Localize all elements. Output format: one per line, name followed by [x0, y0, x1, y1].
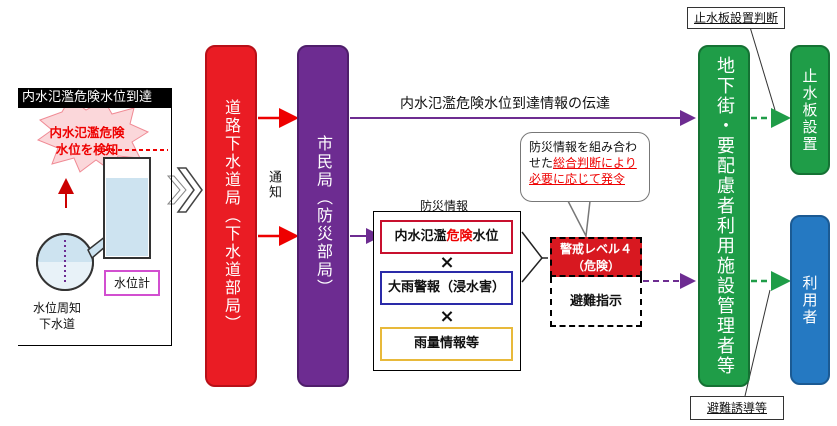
alert-line-1: 警戒レベル４: [559, 242, 632, 256]
sewer-label-line-1: 水位周知: [32, 301, 81, 315]
left-panel-title: 内水氾濫危険水位到達: [18, 88, 172, 108]
info-inland-flood-level: 内水氾濫危険水位: [380, 220, 513, 254]
underground-managers-box: 地下街・要配慮者利用施設管理者等: [698, 45, 750, 387]
users-box: 利用者: [790, 215, 830, 385]
burst-text: 内水氾濫危険 水位を検知: [44, 124, 130, 158]
propagation-label: 内水氾濫危険水位到達情報の伝達: [400, 96, 610, 112]
callout-line-3: 必要に応じて発令: [529, 172, 626, 186]
underground-managers-label: 地下街・要配慮者利用施設管理者等: [714, 56, 735, 376]
alert-level-4-box: 警戒レベル４ （危険）: [550, 237, 642, 277]
road-sewer-bureau-box: 道路下水道局（下水道部局）: [205, 45, 257, 387]
notify-label: 通知: [266, 170, 281, 200]
alert-line-2: （危険）: [571, 259, 620, 273]
callout-line-2-red: 総合判断により: [553, 156, 637, 170]
users-label: 利用者: [800, 274, 819, 326]
water-gauge-label: 水位計: [104, 270, 160, 296]
stopboard-install-label: 止水板設置: [800, 67, 819, 153]
citizen-bureau-label: 市民局（防災部局）: [314, 135, 333, 297]
judgment-callout: 防災情報を組み合わ せた総合判断により 必要に応じて発令: [520, 132, 650, 202]
evacuation-order-box: 避難指示: [550, 277, 642, 327]
citizen-bureau-box: 市民局（防災部局）: [297, 45, 349, 387]
sewer-label-line-2: 下水道: [38, 317, 75, 331]
callout-line-1: 防災情報を組み合わ: [529, 140, 638, 154]
info1-prefix: 内水氾濫: [394, 229, 447, 244]
sewer-label: 水位周知 下水道: [22, 300, 92, 332]
callout-line-2-prefix: せた: [529, 156, 554, 170]
callout-line-2: せた総合判断により: [529, 155, 641, 171]
burst-line-1: 内水氾濫危険: [49, 125, 125, 140]
info1-suffix: 水位: [472, 229, 499, 244]
burst-line-2: 水位を検知: [55, 142, 119, 157]
cross-mark-1: ×: [439, 252, 455, 273]
info-rainfall: 雨量情報等: [380, 327, 513, 361]
road-sewer-bureau-label: 道路下水道局（下水道部局）: [222, 99, 241, 333]
stopboard-decision-label: 止水板設置判断: [687, 7, 785, 29]
cross-mark-2: ×: [439, 306, 455, 327]
disaster-info-title: 防災情報: [420, 199, 469, 213]
info1-red: 危険: [446, 229, 473, 244]
info-heavy-rain-warning: 大雨警報（浸水害）: [380, 271, 513, 305]
stopboard-install-box: 止水板設置: [790, 45, 830, 175]
evacuation-guidance-label: 避難誘導等: [690, 396, 784, 420]
flow-chevron: [176, 167, 203, 213]
